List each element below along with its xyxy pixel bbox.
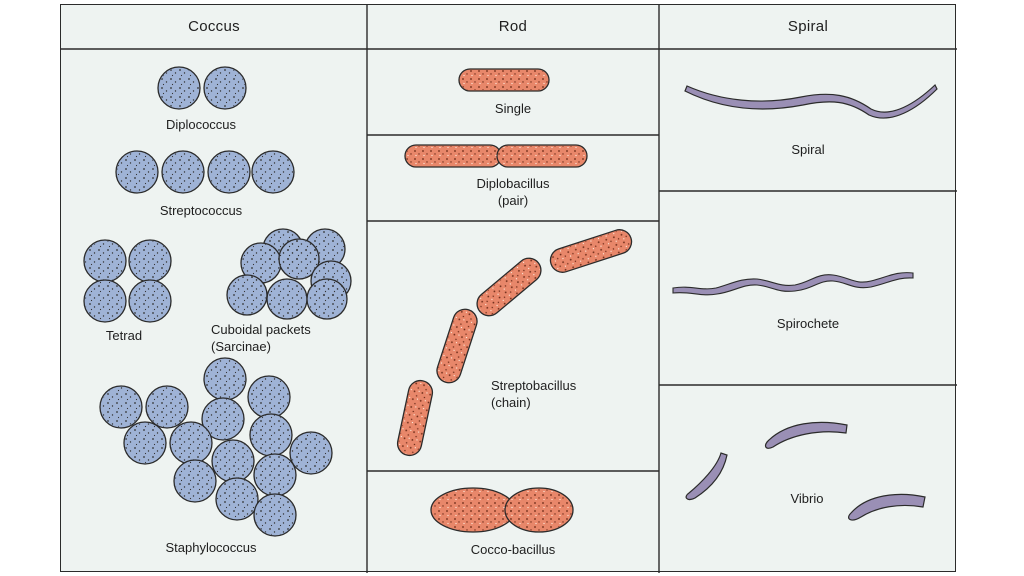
label-vibrio: Vibrio bbox=[790, 491, 824, 506]
label-diplobacillus-line2: (pair) bbox=[497, 193, 529, 208]
label-streptobacillus-line2: (chain) bbox=[491, 395, 531, 410]
spiral-cell bbox=[684, 84, 938, 119]
table-grid bbox=[61, 5, 957, 573]
streptobacillus-chain bbox=[396, 229, 633, 457]
label-streptococcus: Streptococcus bbox=[159, 203, 243, 218]
label-spiral: Spiral bbox=[791, 142, 825, 157]
coccobacillus-cells bbox=[430, 487, 574, 533]
column-header-rod: Rod bbox=[498, 18, 528, 35]
label-streptobacillus-line1: Streptobacillus bbox=[491, 378, 577, 393]
label-cuboidal-line1: Cuboidal packets bbox=[211, 322, 311, 337]
bacteria-shapes-figure: Coccus Rod Spiral Diplococcus Streptococ… bbox=[60, 4, 957, 573]
label-diplobacillus-line1: Diplobacillus bbox=[476, 176, 550, 191]
label-coccobacillus: Cocco-bacillus bbox=[470, 542, 556, 557]
column-header-spiral: Spiral bbox=[787, 18, 829, 35]
label-tetrad: Tetrad bbox=[105, 328, 143, 343]
label-single: Single bbox=[494, 101, 532, 116]
column-header-coccus: Coccus bbox=[188, 18, 240, 35]
spirochete-cell bbox=[672, 272, 914, 296]
label-streptobacillus: Streptobacillus (chain) bbox=[491, 377, 631, 411]
label-diplococcus: Diplococcus bbox=[165, 117, 237, 132]
label-diplobacillus: Diplobacillus (pair) bbox=[367, 175, 659, 209]
label-cuboidal-line2: (Sarcinae) bbox=[211, 339, 271, 354]
single-rod bbox=[458, 68, 550, 92]
vibrio-cells bbox=[685, 421, 926, 521]
label-cuboidal-packets: Cuboidal packets (Sarcinae) bbox=[211, 321, 361, 355]
label-spirochete: Spirochete bbox=[776, 316, 840, 331]
label-staphylococcus: Staphylococcus bbox=[165, 540, 257, 555]
diplobacillus-rods bbox=[404, 144, 588, 168]
figure-artwork bbox=[61, 5, 957, 573]
